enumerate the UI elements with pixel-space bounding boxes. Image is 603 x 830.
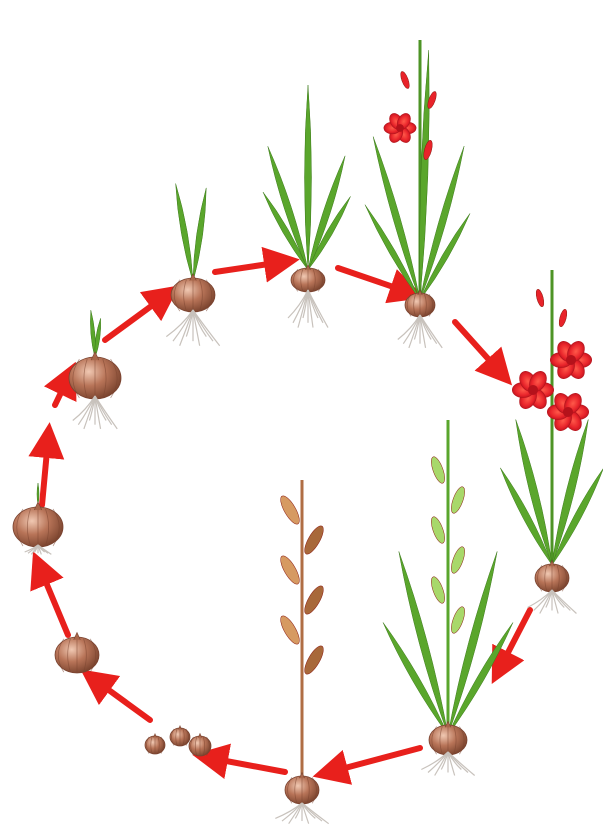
flowering-plant-icon <box>500 270 603 614</box>
cycle-arrow-7 <box>338 268 408 292</box>
plant-stages <box>13 40 603 824</box>
sprouting-corm-icon <box>13 483 63 554</box>
cycle-arrow-6 <box>215 262 282 272</box>
leafy-plant-icon <box>263 85 351 328</box>
cycle-arrow-5 <box>105 296 165 340</box>
cycle-arrow-1 <box>95 680 150 720</box>
budding-plant-icon <box>365 40 470 348</box>
cycle-arrow-2 <box>40 568 68 635</box>
cycle-arrow-11 <box>210 758 285 772</box>
cycle-arrow-10 <box>330 748 420 772</box>
cormlets-icon <box>145 726 211 756</box>
seed-pod-plant-icon <box>383 420 513 776</box>
cycle-arrow-8 <box>455 322 500 372</box>
cycle-arrow-4 <box>55 378 68 405</box>
rooting-corm-icon <box>69 310 121 429</box>
young-shoot-icon <box>166 184 219 346</box>
corm-icon <box>55 633 99 674</box>
cycle-arrow-3 <box>42 440 48 505</box>
